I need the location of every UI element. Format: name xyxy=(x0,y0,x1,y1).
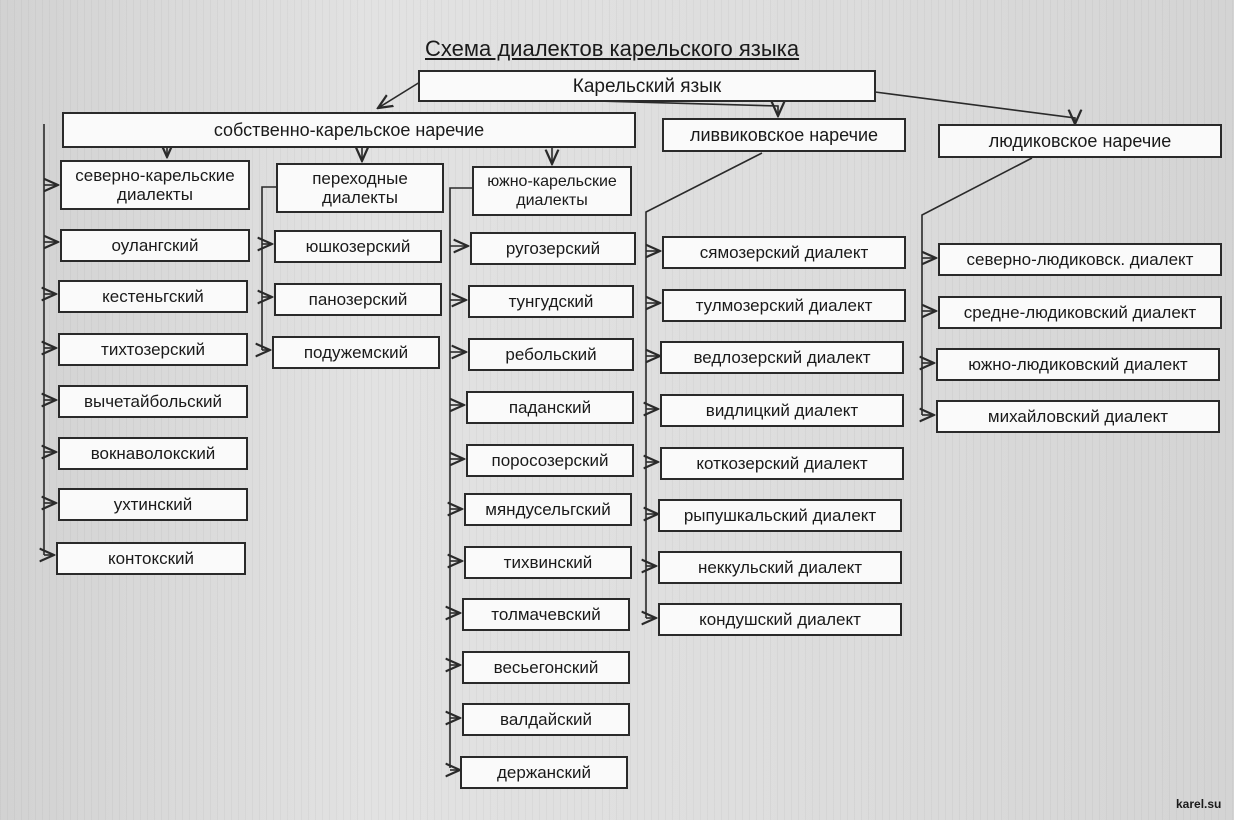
dialect-box: ухтинский xyxy=(58,488,248,521)
north-karelian-group: северно-карельские диалекты xyxy=(60,160,250,210)
dialect-box: панозерский xyxy=(274,283,442,316)
dialect-box: кондушский диалект xyxy=(658,603,902,636)
south-trunk xyxy=(449,187,472,768)
site-credit: karel.su xyxy=(1176,797,1222,811)
dialect-box: коткозерский диалект xyxy=(660,447,904,480)
dialect-box: средне-людиковский диалект xyxy=(938,296,1222,329)
dialect-box: михайловский диалект xyxy=(936,400,1220,433)
dialect-box: южно-людиковский диалект xyxy=(936,348,1220,381)
ludic-branch: людиковское наречие xyxy=(938,124,1222,158)
dialect-box: толмачевский xyxy=(462,598,630,631)
dialect-box: подужемский xyxy=(272,336,440,369)
dialect-box: тулмозерский диалект xyxy=(662,289,906,322)
south-karelian-group: южно-карельские диалекты xyxy=(472,166,632,216)
livvi-trunk xyxy=(645,152,763,618)
dialect-box: тунгудский xyxy=(468,285,634,318)
dialect-box: тихвинский xyxy=(464,546,632,579)
arrow-root-to-ludic xyxy=(874,91,1075,124)
diagram-title: Схема диалектов карельского языка xyxy=(425,36,800,61)
dialect-box: видлицкий диалект xyxy=(660,394,904,427)
root-node: Карельский язык xyxy=(418,70,876,102)
dialect-box: весьегонский xyxy=(462,651,630,684)
dialect-box: мяндусельгский xyxy=(464,493,632,526)
dialect-box: ведлозерский диалект xyxy=(660,341,904,374)
dialect-box: кестеньгский xyxy=(58,280,248,313)
dialect-box: северно-людиковск. диалект xyxy=(938,243,1222,276)
arrow-root-to-livvi xyxy=(559,99,778,116)
dialect-box: юшкозерский xyxy=(274,230,442,263)
livvi-branch: ливвиковское наречие xyxy=(662,118,906,152)
dialect-box: сямозерский диалект xyxy=(662,236,906,269)
dialect-box: неккульский диалект xyxy=(658,551,902,584)
dialect-box: ругозерский xyxy=(470,232,636,265)
dialect-box: контокский xyxy=(56,542,246,575)
dialect-box: оулангский xyxy=(60,229,250,262)
dialect-box: тихтозерский xyxy=(58,333,248,366)
dialect-box: поросозерский xyxy=(466,444,634,477)
dialect-box: ребольский xyxy=(468,338,634,371)
dialect-box: паданский xyxy=(466,391,634,424)
dialect-box: держанский xyxy=(460,756,628,789)
dialect-box: вычетайбольский xyxy=(58,385,248,418)
transitional-group: переходные диалекты xyxy=(276,163,444,213)
dialect-box: рыпушкальский диалект xyxy=(658,499,902,532)
arrow-root-to-karelian-proper xyxy=(378,81,421,108)
karelian-proper-branch: собственно-карельское наречие xyxy=(62,112,636,148)
dialect-box: валдайский xyxy=(462,703,630,736)
ludic-trunk xyxy=(921,157,1033,415)
dialect-box: вокнаволокский xyxy=(58,437,248,470)
transitional-trunk xyxy=(261,186,276,350)
